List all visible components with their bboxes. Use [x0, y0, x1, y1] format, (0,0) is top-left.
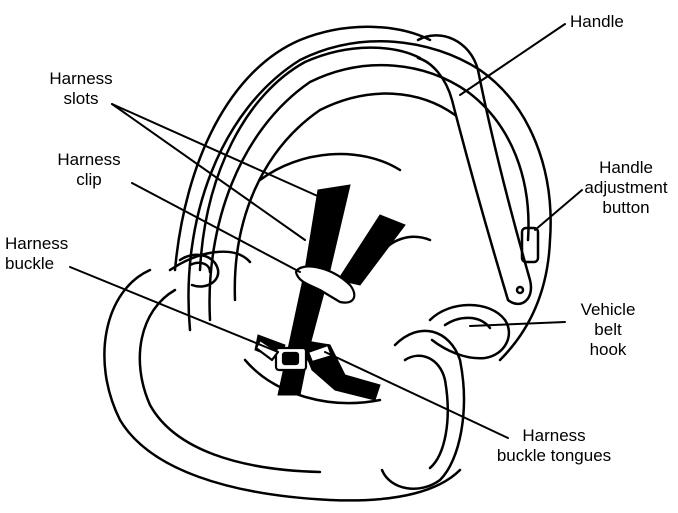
harness-strap-right: [338, 215, 405, 285]
label-vehicle-belt-hook-line-1: Vehicle: [568, 300, 648, 320]
leader-harness-clip: [132, 183, 300, 272]
label-harness-clip: Harness clip: [52, 150, 126, 190]
label-vehicle-belt-hook: Vehicle belt hook: [568, 300, 648, 360]
label-handle-adjustment-line-2: adjustment: [576, 178, 676, 198]
label-harness-buckle-line-2: buckle: [5, 254, 68, 274]
label-vehicle-belt-hook-line-3: hook: [568, 340, 648, 360]
label-handle: Handle: [570, 12, 624, 32]
leader-harness-slots-b: [112, 104, 305, 240]
seat-contour-1: [260, 154, 400, 180]
label-harness-slots-line-1: Harness: [44, 69, 118, 89]
label-handle-adjustment-line-3: button: [576, 198, 676, 218]
label-harness-slots-line-2: slots: [44, 89, 118, 109]
label-harness-buckle: Harness buckle: [5, 234, 68, 274]
label-harness-buckle-line-1: Harness: [5, 234, 68, 254]
right-armrest-inner: [405, 356, 448, 468]
label-handle-adjustment-line-1: Handle: [576, 158, 676, 178]
leader-handle: [460, 24, 565, 95]
label-harness-buckle-tongues: Harness buckle tongues: [492, 426, 616, 466]
label-harness-buckle-tongues-line-1: Harness: [492, 426, 616, 446]
label-vehicle-belt-hook-line-2: belt: [568, 320, 648, 340]
leader-harness-slots-a: [112, 104, 322, 198]
harness-crotch-strap: [300, 340, 380, 400]
label-harness-buckle-tongues-line-2: buckle tongues: [492, 446, 616, 466]
label-harness-clip-line-2: clip: [52, 170, 126, 190]
harness-buckle-button: [283, 353, 298, 364]
leader-harness-buckle: [70, 267, 278, 352]
vehicle-belt-hook-inner: [445, 318, 490, 328]
label-handle-text: Handle: [570, 12, 624, 32]
label-harness-slots: Harness slots: [44, 69, 118, 109]
leader-buckle-tongues: [325, 352, 508, 438]
vehicle-belt-hook-shape: [430, 305, 509, 358]
label-harness-clip-line-1: Harness: [52, 150, 126, 170]
label-handle-adjustment-button: Handle adjustment button: [576, 158, 676, 218]
leader-handle-adjustment: [535, 190, 582, 230]
right-armrest: [382, 331, 464, 489]
handle-rivet: [517, 287, 523, 293]
